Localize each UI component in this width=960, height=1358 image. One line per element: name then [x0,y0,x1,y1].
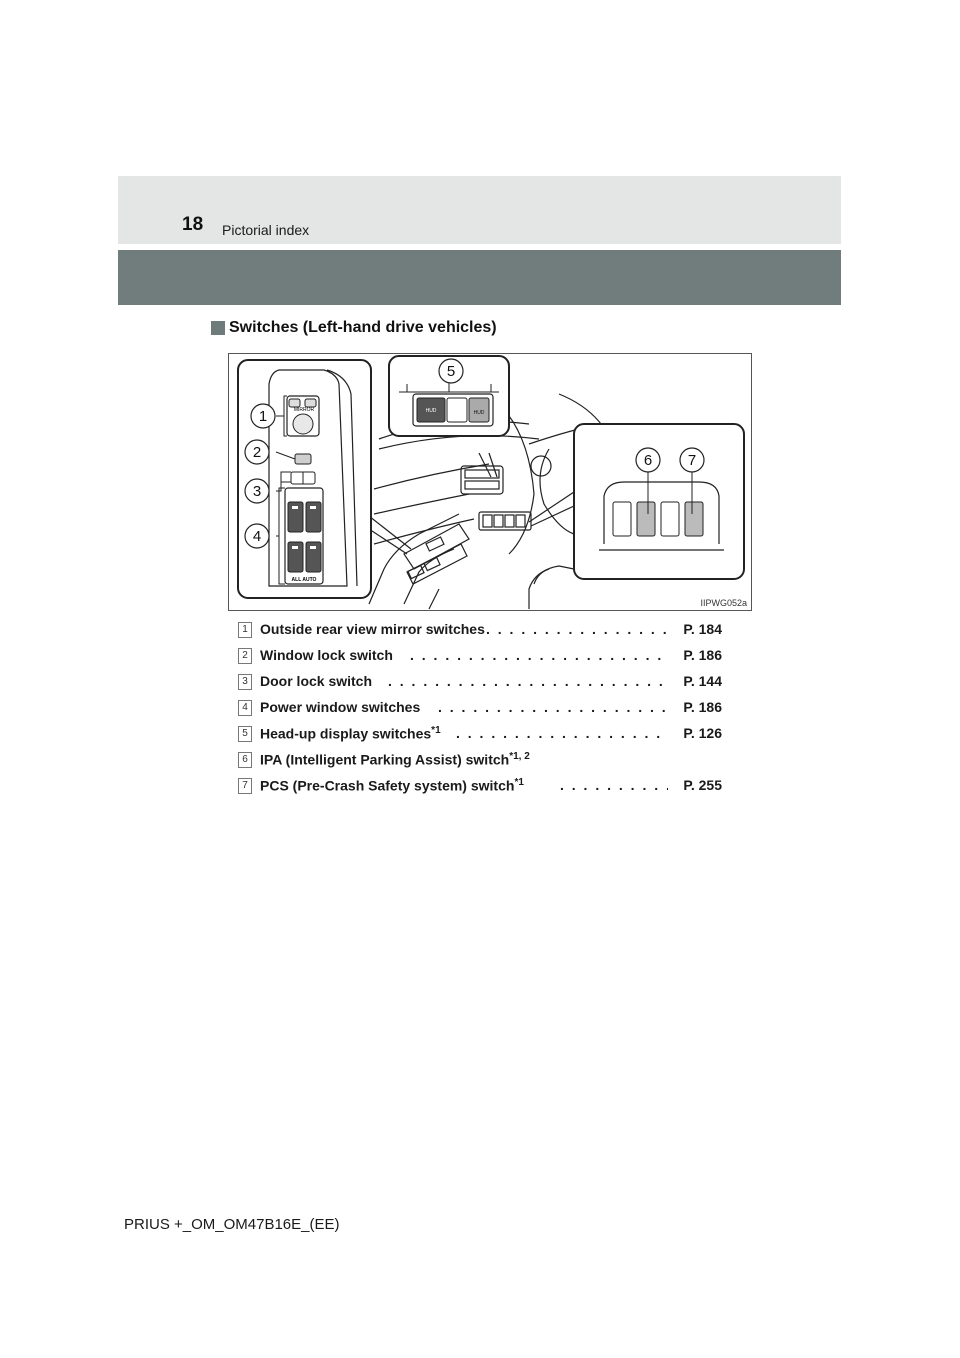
item-label: Power window switches [260,699,421,715]
callout-4: 4 [253,528,261,545]
item-page-link[interactable]: P. 186 [683,647,722,663]
list-item: 2 Window lock switch . . . . . . . . . .… [238,646,728,668]
item-page-link[interactable]: P. 186 [683,699,722,715]
figure-code: IIPWG052a [700,598,747,608]
switches-illustration: MIRROR ALL AUTO 1 2 3 [228,353,752,611]
item-page-link[interactable]: P. 255 [683,777,722,793]
callout-6: 6 [644,452,652,469]
item-page-link[interactable]: P. 184 [683,621,722,637]
callout-2: 2 [253,444,261,461]
item-number: 7 [238,778,252,794]
all-auto-label: ALL AUTO [292,577,317,583]
heading-square-icon [211,321,225,335]
hud-label-1: HUD [426,408,437,414]
item-label: Outside rear view mirror switches [260,621,485,637]
switches-line-drawing: MIRROR ALL AUTO 1 2 3 [237,355,745,610]
document-footer: PRIUS +_OM_OM47B16E_(EE) [124,1216,340,1233]
leader-dots: . . . . . . . . . . . . . . . . . . . . … [388,673,668,689]
heading-text: Switches (Left-hand drive vehicles) [229,319,497,336]
header-band [118,176,841,244]
section-name: Pictorial index [222,222,310,238]
list-item: 4 Power window switches . . . . . . . . … [238,698,728,720]
leader-dots: . . . . . . . . . . . . . . . . . . . . … [438,699,668,715]
item-label: Head-up display switches*1 [260,725,441,742]
callout-3: 3 [253,483,261,500]
list-item: 3 Door lock switch . . . . . . . . . . .… [238,672,728,694]
list-item: 5 Head-up display switches*1 . . . . . .… [238,724,728,746]
header-dark-band [118,250,841,305]
leader-dots: . . . . . . . . . . . . . . . . . . . . … [410,647,668,663]
item-page-link[interactable]: P. 126 [683,725,722,741]
item-number: 4 [238,700,252,716]
item-label: Door lock switch [260,673,373,689]
item-number: 6 [238,752,252,768]
list-item: 6 IPA (Intelligent Parking Assist) switc… [238,750,728,772]
item-label: PCS (Pre-Crash Safety system) switch*1 [260,777,524,794]
item-number: 3 [238,674,252,690]
item-number: 5 [238,726,252,742]
leader-dots: . . . . . . . . . . . . . . [560,777,668,793]
page-number: 18 [182,214,204,235]
list-item: 7 PCS (Pre-Crash Safety system) switch*1… [238,776,728,798]
callout-5: 5 [447,363,455,380]
section-heading: Switches (Left-hand drive vehicles) [211,319,497,337]
item-number: 2 [238,648,252,664]
item-label: Window lock switch [260,647,393,663]
callout-1: 1 [259,408,267,425]
hud-label-2: HUD [474,410,485,416]
item-label: IPA (Intelligent Parking Assist) switch*… [260,751,530,768]
item-number: 1 [238,622,252,638]
leader-dots: . . . . . . . . . . . . . . . . . . . . … [456,725,668,741]
item-page-link[interactable]: P. 144 [683,673,722,689]
list-item: 1 Outside rear view mirror switches . . … [238,620,728,642]
mirror-label: MIRROR [294,407,315,413]
callout-7: 7 [688,452,696,469]
leader-dots: . . . . . . . . . . . . . . . . . . . . … [486,621,666,637]
